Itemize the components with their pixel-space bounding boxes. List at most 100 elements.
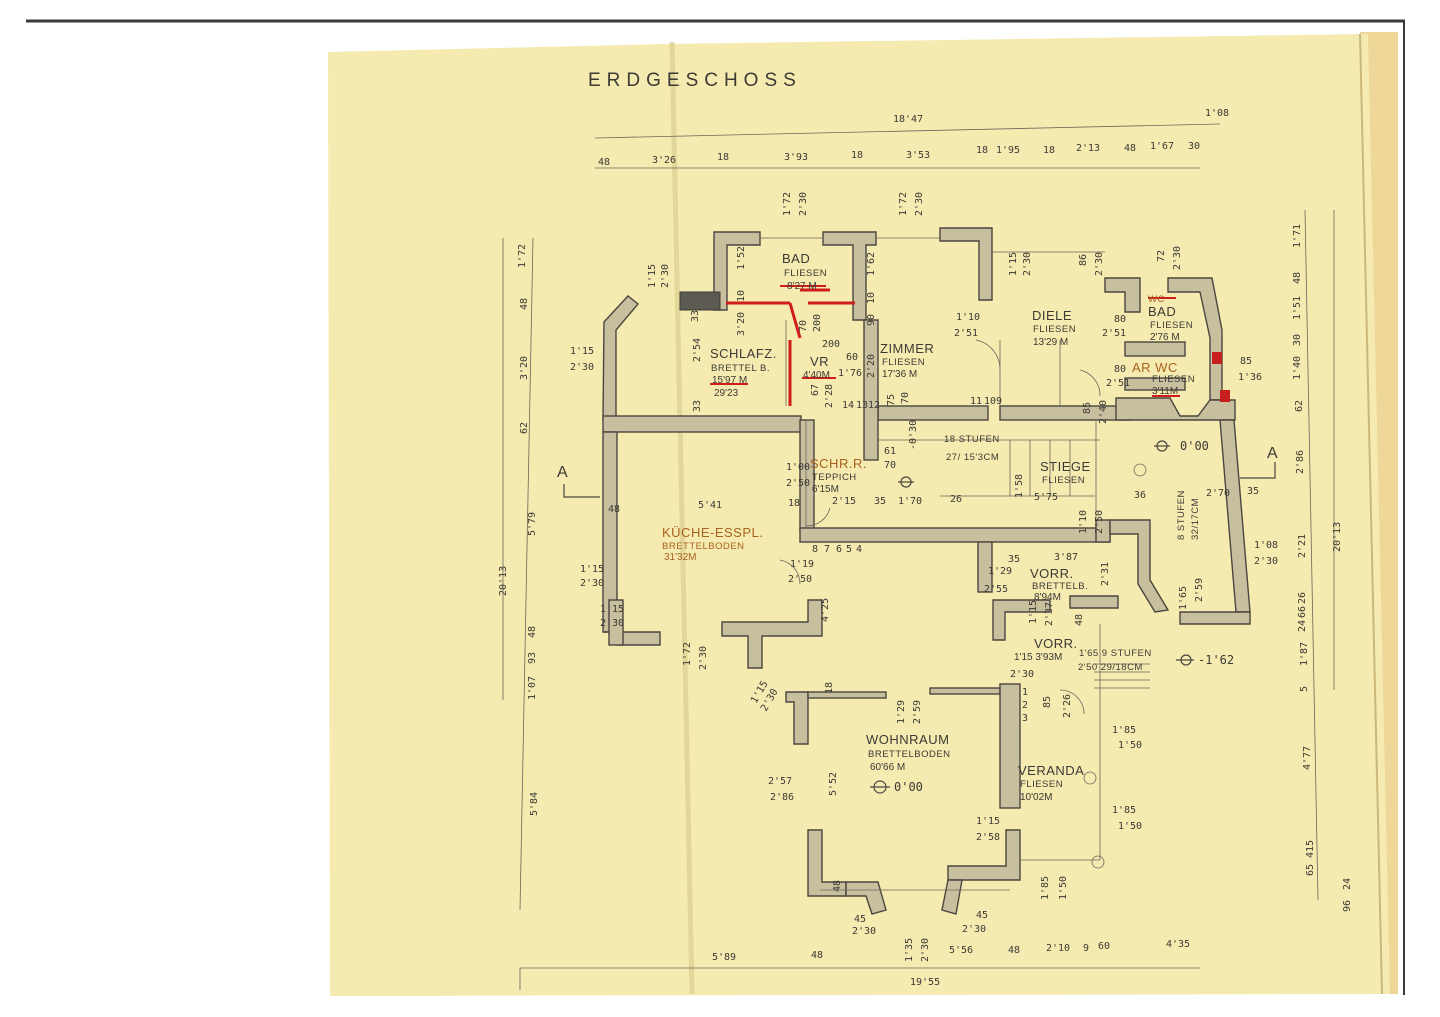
svg-text:85: 85 xyxy=(1042,696,1053,708)
svg-text:8: 8 xyxy=(812,544,818,555)
svg-text:2'30: 2'30 xyxy=(920,938,931,962)
svg-text:2: 2 xyxy=(1022,700,1028,711)
section-marker-left: A xyxy=(557,464,600,498)
svg-text:WC: WC xyxy=(1148,294,1165,305)
svg-text:TEPPICH: TEPPICH xyxy=(812,472,857,483)
left-dim-7: 1'07 xyxy=(527,676,538,700)
svg-text:5'75: 5'75 xyxy=(1034,492,1058,503)
room-ar-wc: AR WC FLIESEN 3'11M xyxy=(1132,360,1195,397)
right-total-dim: 20'13 xyxy=(1332,522,1343,552)
svg-text:14: 14 xyxy=(842,400,854,411)
svg-text:BRETTEL B.: BRETTEL B. xyxy=(711,363,770,374)
level-marker-wohnraum: 0'00 xyxy=(870,780,923,794)
svg-text:33: 33 xyxy=(690,310,701,322)
svg-text:35: 35 xyxy=(1247,486,1259,497)
room-diele: DIELE FLIESEN 13'29 M xyxy=(1032,308,1076,348)
svg-text:8'27 M: 8'27 M xyxy=(787,281,817,292)
svg-text:2'37: 2'37 xyxy=(1044,602,1055,626)
svg-text:1: 1 xyxy=(1022,687,1028,698)
svg-text:A: A xyxy=(1267,445,1278,462)
svg-text:29'23: 29'23 xyxy=(714,388,739,399)
svg-text:70: 70 xyxy=(798,320,809,332)
left-dim-0: 1'72 xyxy=(517,244,528,268)
svg-text:18: 18 xyxy=(788,498,800,509)
svg-text:3'11M: 3'11M xyxy=(1152,386,1178,397)
top-dim-6: 18 xyxy=(976,145,988,156)
svg-text:2'30: 2'30 xyxy=(962,924,986,935)
svg-text:200: 200 xyxy=(822,339,840,350)
svg-text:2'30: 2'30 xyxy=(852,926,876,937)
svg-text:10: 10 xyxy=(866,292,877,304)
svg-text:BRETTELB.: BRETTELB. xyxy=(1032,581,1088,592)
svg-text:1'50: 1'50 xyxy=(1118,740,1142,751)
right-dim-11: 1'87 xyxy=(1299,642,1310,666)
right-dim-10: 24 xyxy=(1297,620,1308,632)
svg-text:2'50 29/18CM: 2'50 29/18CM xyxy=(1078,662,1143,673)
svg-text:1'08: 1'08 xyxy=(1254,540,1278,551)
bottom-dim-3: 48 xyxy=(1008,945,1020,956)
room-zimmer: ZIMMER FLIESEN 17'36 M xyxy=(880,341,934,380)
svg-text:48: 48 xyxy=(832,880,843,892)
room-stiege: 18 STUFEN 27/ 15'3CM STIEGE FLIESEN xyxy=(944,434,1090,486)
top-dim-5: 3'53 xyxy=(906,150,930,161)
top-dim-11: 1'67 xyxy=(1150,141,1174,152)
svg-text:3'87: 3'87 xyxy=(1054,552,1078,563)
bottom-total-dim: 19'55 xyxy=(910,977,940,988)
svg-text:10: 10 xyxy=(984,396,996,407)
right-dim-18: 24 xyxy=(1342,878,1353,890)
right-dimension-chain: 1'71 48 1'51 30 1'40 62 2'86 2'21 26 66 … xyxy=(1292,209,1353,912)
svg-text:200: 200 xyxy=(812,314,823,332)
section-marker-right: A xyxy=(1240,445,1278,479)
stair-label-right: 8 STUFEN 32/17CM xyxy=(1176,490,1201,540)
room-vorraum-1: VORR. BRETTELB. 8'94M xyxy=(1030,566,1088,603)
svg-text:2'30: 2'30 xyxy=(570,362,594,373)
room-vorraum-2: VORR. 1'15 3'93M 1'65 9 STUFEN 2'50 29/1… xyxy=(1014,636,1152,673)
svg-text:1'85: 1'85 xyxy=(1112,805,1136,816)
svg-text:5'52: 5'52 xyxy=(828,772,839,796)
left-dim-4: 5'79 xyxy=(527,512,538,536)
svg-text:2'30: 2'30 xyxy=(1010,669,1034,680)
room-schrankraum: SCHR.R. TEPPICH 6'15M xyxy=(810,456,866,495)
svg-text:2'30: 2'30 xyxy=(798,192,809,216)
svg-text:2'57: 2'57 xyxy=(768,776,792,787)
svg-text:FLIESEN: FLIESEN xyxy=(1152,374,1195,385)
paper-fold-2 xyxy=(1359,33,1383,995)
right-dim-4: 1'40 xyxy=(1292,356,1303,380)
top-dim-2: 18 xyxy=(717,152,729,163)
svg-text:1'85: 1'85 xyxy=(1040,876,1051,900)
svg-text:WOHNRAUM: WOHNRAUM xyxy=(866,732,949,747)
svg-text:85: 85 xyxy=(1240,356,1252,367)
svg-text:FLIESEN: FLIESEN xyxy=(1033,324,1076,335)
svg-text:45: 45 xyxy=(854,914,866,925)
svg-text:90: 90 xyxy=(866,314,877,326)
svg-text:1'65 9 STUFEN: 1'65 9 STUFEN xyxy=(1079,648,1152,659)
svg-text:75: 75 xyxy=(886,394,897,406)
svg-text:BAD: BAD xyxy=(782,251,810,266)
top-dim-8: 18 xyxy=(1043,145,1055,156)
svg-text:2'55: 2'55 xyxy=(984,584,1008,595)
svg-text:1'72: 1'72 xyxy=(898,192,909,216)
svg-text:2'86: 2'86 xyxy=(770,792,794,803)
svg-text:35: 35 xyxy=(1008,554,1020,565)
bottom-dim-4: 2'10 xyxy=(1046,943,1070,954)
room-vr: VR 4'40M xyxy=(803,354,830,381)
svg-text:AR WC: AR WC xyxy=(1132,360,1178,375)
svg-text:1'15: 1'15 xyxy=(1028,600,1039,624)
svg-text:4'25: 4'25 xyxy=(820,598,831,622)
svg-text:1'15: 1'15 xyxy=(570,346,594,357)
svg-text:BAD: BAD xyxy=(1148,304,1176,319)
top-dimension-chain: 18'47 1'08 48 3'26 18 3'93 18 3'53 18 1'… xyxy=(594,108,1229,169)
room-veranda: VERANDA FLIESEN 10'02M xyxy=(1018,763,1084,803)
svg-text:61: 61 xyxy=(884,446,896,457)
top-dim-10: 48 xyxy=(1124,143,1136,154)
right-dim-8: 26 xyxy=(1297,592,1308,604)
svg-text:VORR.: VORR. xyxy=(1030,566,1074,581)
room-kueche-esszimmer: KÜCHE-ESSPL. BRETTELBODEN 31'32M xyxy=(662,525,763,563)
svg-text:1'36: 1'36 xyxy=(1238,372,1262,383)
svg-text:1'35: 1'35 xyxy=(904,938,915,962)
svg-text:6'15M: 6'15M xyxy=(812,484,839,495)
svg-text:1'29: 1'29 xyxy=(988,566,1012,577)
svg-text:1'15: 1'15 xyxy=(976,816,1000,827)
svg-text:1'15: 1'15 xyxy=(1008,252,1019,276)
